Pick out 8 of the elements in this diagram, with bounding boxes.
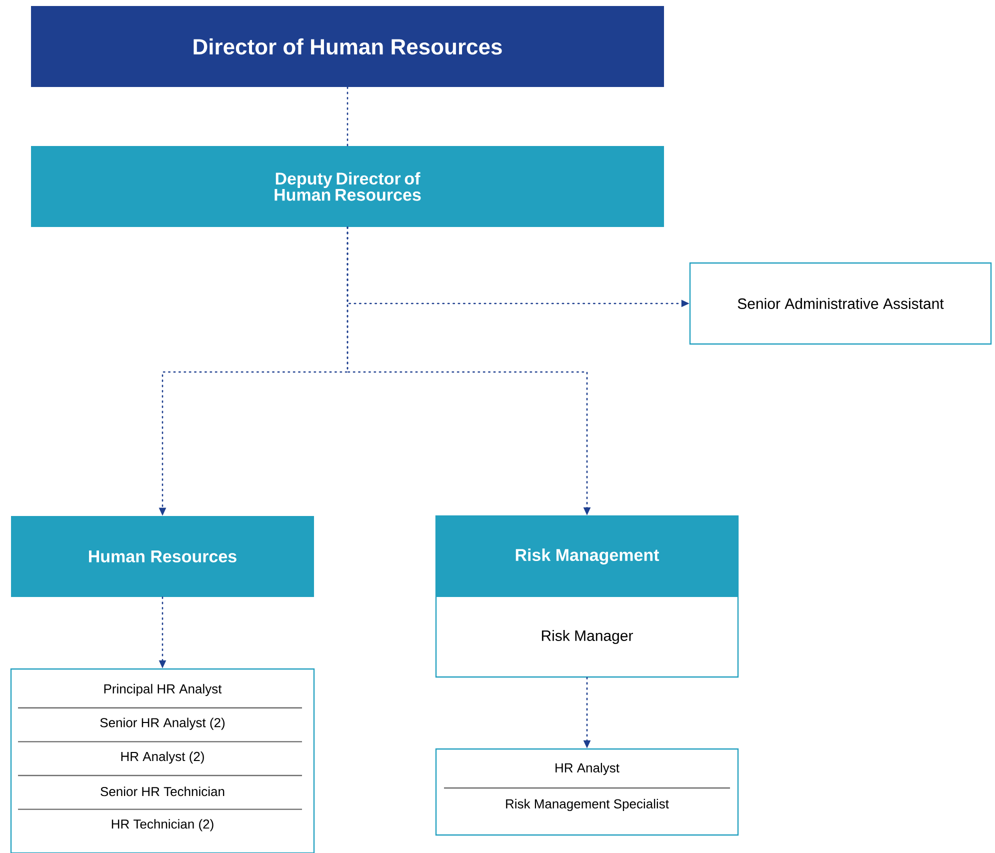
department-card: Risk Management Risk Manager [435,515,739,678]
position-list: HR Analyst Risk Management Specialist [435,748,739,836]
connector [346,86,348,146]
department-box: Human Resources [11,516,314,597]
position-list: Principal HR Analyst Senior HR Analyst (2) HR Analyst (2) Senior HR Technician HR Technician (2) [10,668,315,853]
department-box: Deputy Director of Human Resources [31,146,664,227]
director-box: Director of Human Resources [31,6,664,87]
position-box: Senior Administrative Assistant [689,262,992,345]
